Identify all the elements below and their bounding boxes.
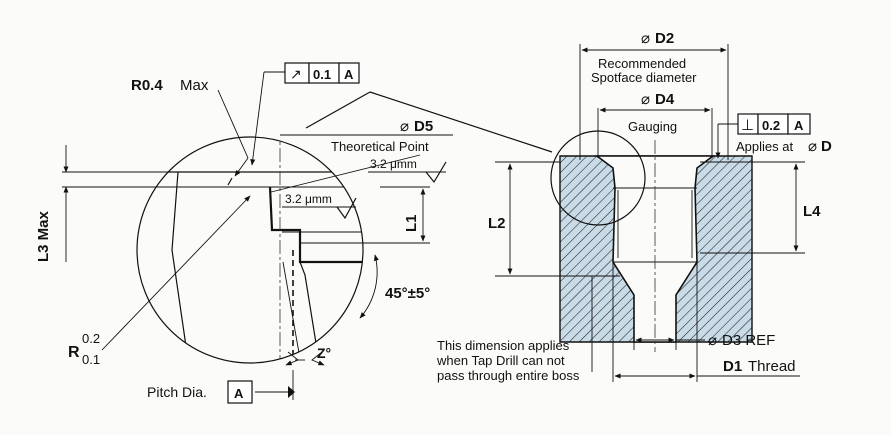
l2-label: L2 — [488, 215, 506, 232]
detail-circle — [136, 136, 364, 364]
detail-geometry — [137, 137, 363, 363]
l4-label: L4 — [803, 203, 821, 220]
d3-label: D3 REF — [722, 332, 775, 349]
diameter-icon: ⌀ — [808, 138, 817, 155]
r-label: R — [68, 344, 80, 361]
d2-label: D2 — [655, 30, 674, 47]
diameter-icon: ⌀ — [400, 118, 409, 135]
d4-label: D4 — [655, 91, 675, 108]
labels: R0.4 Max ↗ 0.1 A ⌀ D5 Theoretical Point … — [35, 30, 832, 401]
runout-datum: A — [344, 67, 354, 82]
perpendicular-icon: ⊥ — [741, 117, 754, 134]
note-line1: This dimension applies — [437, 338, 570, 353]
applies-at: Applies at — [736, 139, 793, 154]
z-label: Z° — [317, 345, 331, 361]
diameter-icon: ⌀ — [641, 91, 650, 108]
d5-label: D5 — [414, 118, 433, 135]
finish-lower: 3.2 μmm — [285, 192, 332, 206]
angle-label: 45°±5° — [385, 285, 430, 302]
r04-value: R0.4 — [131, 77, 163, 94]
note-line2: when Tap Drill can not — [436, 353, 565, 368]
detail-view — [62, 62, 453, 404]
diameter-icon: ⌀ — [641, 30, 650, 47]
runout-icon: ↗ — [290, 66, 302, 82]
note-line3: pass through entire boss — [437, 368, 580, 383]
r-lower: 0.1 — [82, 352, 100, 367]
section-view — [495, 44, 811, 382]
diameter-icon: ⌀ — [708, 332, 717, 349]
pitch-datum: A — [234, 386, 244, 401]
gauging: Gauging — [628, 119, 677, 134]
thread-label: Thread — [748, 358, 796, 375]
perp-tolerance: 0.2 — [762, 118, 780, 133]
r-upper: 0.2 — [82, 331, 100, 346]
runout-tolerance: 0.1 — [313, 67, 331, 82]
r04-suffix: Max — [180, 77, 209, 94]
l3-label: L3 Max — [35, 210, 52, 262]
l1-label: L1 — [403, 214, 420, 232]
spotface-line1: Recommended — [598, 56, 686, 71]
d1-label: D1 — [723, 358, 742, 375]
spotface-line2: Spotface diameter — [591, 70, 697, 85]
finish-upper: 3.2 μmm — [370, 157, 417, 171]
pitch-dia: Pitch Dia. — [147, 384, 207, 400]
applies-d: D — [821, 138, 832, 155]
perp-datum: A — [794, 118, 804, 133]
theoretical-point: Theoretical Point — [331, 139, 429, 154]
